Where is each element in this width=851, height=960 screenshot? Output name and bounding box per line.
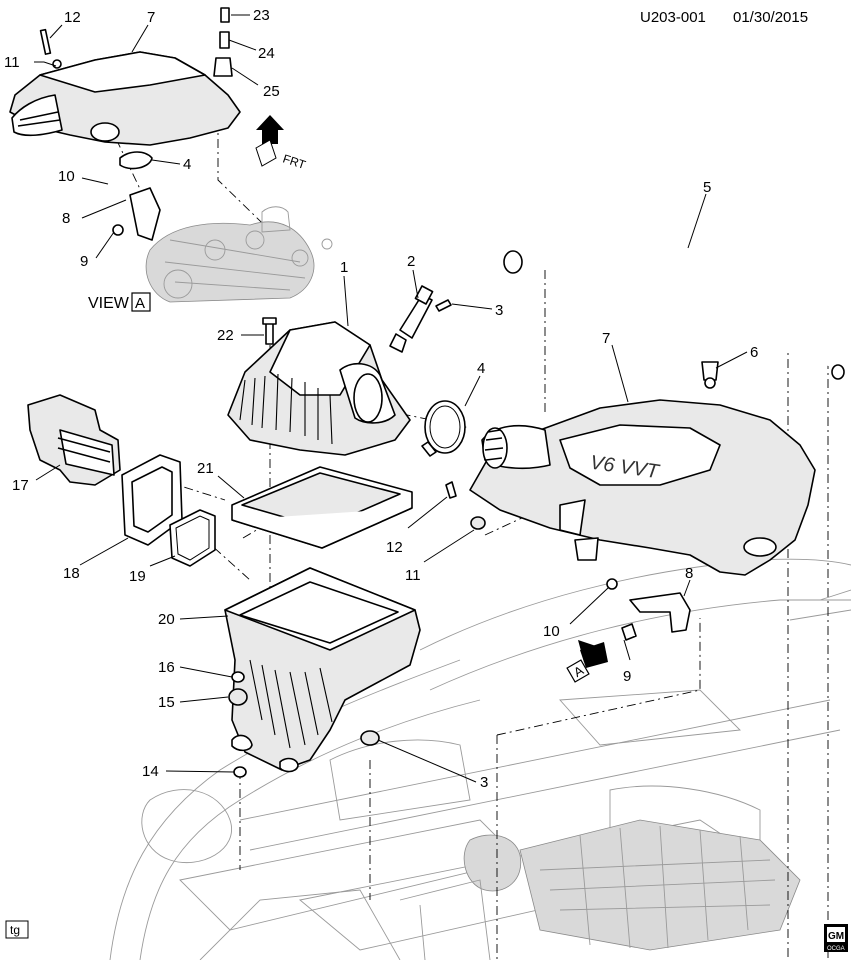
callout-12-top: 12	[64, 9, 81, 26]
diagram-date: 01/30/2015	[733, 9, 808, 26]
view-label-text: VIEW	[88, 295, 130, 312]
callout-19: 19	[129, 568, 146, 585]
callout-24: 24	[258, 45, 275, 62]
callout-3-main: 3	[480, 774, 488, 791]
bracket-8	[606, 578, 691, 641]
callout-11-main: 11	[405, 567, 421, 584]
gm-logo: GM OCGA	[824, 924, 848, 952]
callout-20: 20	[158, 611, 175, 628]
mass-air-flow-sensor	[389, 285, 434, 353]
callout-1: 1	[340, 259, 348, 276]
leader-lines	[34, 14, 748, 783]
grommet-15	[228, 688, 248, 706]
clip-6	[701, 361, 719, 389]
callout-9-main: 9	[623, 668, 631, 685]
callout-12-main: 12	[386, 539, 403, 556]
callout-22: 22	[217, 327, 234, 344]
callout-18: 18	[63, 565, 80, 582]
diagram-header: U203-001 01/30/2015	[640, 9, 808, 26]
inset-view-a	[9, 51, 333, 303]
air-filter	[231, 466, 413, 549]
corner-tag-text: tg	[10, 923, 20, 937]
grommet-3	[360, 730, 380, 746]
callout-5: 5	[703, 179, 711, 196]
callout-2: 2	[407, 253, 415, 270]
callout-15: 15	[158, 694, 175, 711]
callout-16: 16	[158, 659, 175, 676]
callout-numbers: 12 7 23 11 24 25 4 10 8 9 5 1 2 3 22 7 6…	[4, 7, 758, 791]
clamp-4	[421, 400, 466, 457]
callout-3-top: 3	[495, 302, 503, 319]
grommet-14	[233, 766, 247, 778]
gm-logo-subtext: OCGA	[827, 946, 845, 952]
callout-10-top: 10	[58, 168, 75, 185]
front-direction-arrow: FRT	[255, 115, 308, 173]
callout-10-main: 10	[543, 623, 560, 640]
callout-8-main: 8	[685, 565, 693, 582]
top-fasteners	[39, 7, 233, 77]
callout-4-main: 4	[477, 360, 485, 377]
corner-tag: tg	[5, 920, 29, 939]
grommets	[228, 671, 380, 778]
inlet-duct	[27, 394, 121, 486]
diagram-code: U203-001	[640, 9, 706, 26]
view-a-arrow: A	[566, 640, 608, 683]
engine-bay-background	[109, 558, 851, 960]
callout-9-top: 9	[80, 253, 88, 270]
callout-23: 23	[253, 7, 270, 24]
gasket-19	[169, 509, 216, 567]
grommet-16	[231, 671, 245, 683]
callout-6: 6	[750, 344, 758, 361]
view-label-letter: A	[135, 295, 145, 312]
view-label: VIEW A	[88, 292, 151, 312]
gm-logo-text: GM	[828, 931, 844, 942]
screw-grommet-main	[445, 481, 486, 530]
engine-cover: V6 VVT	[469, 399, 816, 576]
callout-14: 14	[142, 763, 159, 780]
callout-21: 21	[197, 460, 214, 477]
bolt-22	[262, 317, 277, 345]
air-cleaner-upper-housing	[227, 321, 411, 456]
callout-8-top: 8	[62, 210, 70, 227]
vent-hose	[503, 232, 845, 380]
screw-3	[435, 299, 452, 312]
seal-18	[121, 454, 183, 546]
callout-7-top: 7	[147, 9, 155, 26]
callout-25: 25	[263, 83, 280, 100]
callout-4-top: 4	[183, 156, 191, 173]
callout-11-top: 11	[4, 54, 20, 71]
front-arrow-label: FRT	[281, 152, 308, 173]
callout-7-main: 7	[602, 330, 610, 347]
air-cleaner-lower-housing	[224, 567, 421, 773]
callout-17: 17	[12, 477, 29, 494]
